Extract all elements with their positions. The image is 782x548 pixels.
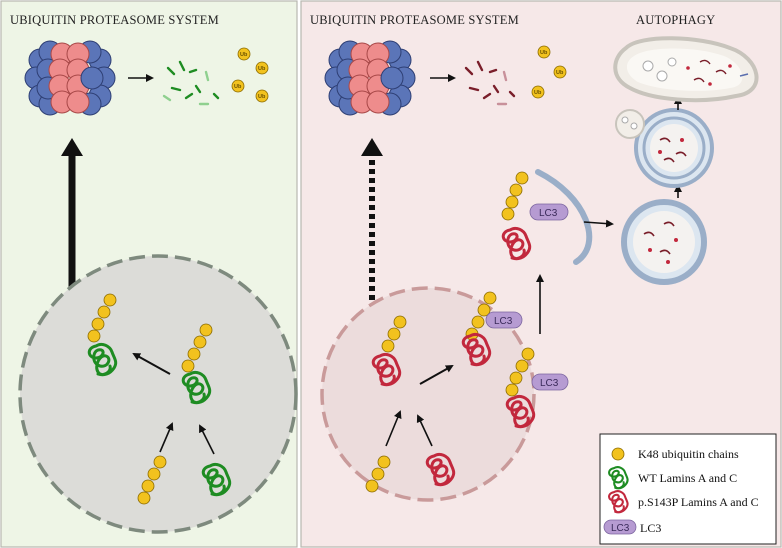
svg-text:Ub: Ub [556,70,564,76]
free-ubiquitin-right: Ub Ub Ub [531,45,567,99]
lc3-ub-mut-lamin-outer: LC3 [505,347,569,429]
left-panel-title: UBIQUITIN PROTEASOME SYSTEM [10,13,219,27]
proteasome-icon [24,40,116,116]
svg-text:Ub: Ub [534,90,542,96]
autolysosome-icon [613,36,759,103]
svg-text:LC3: LC3 [539,208,558,219]
phagophore-icon [535,169,593,265]
svg-text:LC3: LC3 [494,316,513,327]
legend-ub-swatch [611,447,625,461]
nucleus-left [18,254,298,534]
proteasome-icon-right [324,40,416,116]
lc3-ub-mut-lamin-edge: LC3 [461,291,523,367]
svg-text:Ub: Ub [258,66,266,72]
lc3-tag [485,311,523,329]
autophagosome-forming-icon [621,199,707,285]
lysosome-icon [615,109,645,139]
svg-text:Ub: Ub [234,84,242,90]
legend-ub-label: K48 ubiquitin chains [638,447,739,461]
svg-text:LC3: LC3 [540,378,559,389]
legend: K48 ubiquitin chains WT Lamins A and C p… [599,433,777,545]
svg-text:Ub: Ub [240,52,248,58]
autophagosome-icon [634,108,714,188]
nucleus-right [320,286,536,502]
degraded-fragments-red [464,60,516,106]
legend-lc3-label: LC3 [640,521,661,535]
svg-text:Ub: Ub [258,94,266,100]
svg-text:Ub: Ub [540,50,548,56]
autophagy-title: AUTOPHAGY [636,13,715,27]
free-ubiquitin-left: Ub Ub Ub Ub [231,47,269,103]
lc3-ub-mut-lamin-phagophore: LC3 [501,171,569,261]
right-ups-title: UBIQUITIN PROTEASOME SYSTEM [310,13,519,27]
legend-wt-label: WT Lamins A and C [638,471,737,485]
degraded-fragments-green [162,60,220,106]
legend-lc3-swatch [603,519,637,535]
svg-text:LC3: LC3 [611,523,630,534]
legend-mut-label: p.S143P Lamins A and C [638,495,759,509]
